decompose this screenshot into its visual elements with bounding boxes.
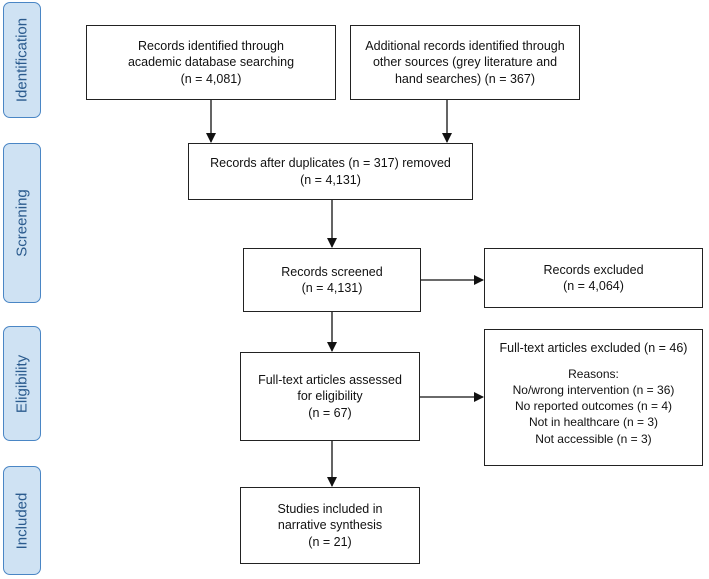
box-fulltext-excluded-reason-1: No/wrong intervention (n = 36) xyxy=(512,382,675,397)
box-fulltext-line-2: for eligibility xyxy=(297,389,363,404)
phase-screening-label: Screening xyxy=(13,189,31,257)
box-excluded-line-2: (n = 4,064) xyxy=(563,279,624,293)
box-fulltext-excluded-title: Full-text articles excluded (n = 46) xyxy=(499,341,688,355)
box-fulltext-excluded-reason-0: Reasons: xyxy=(568,366,619,381)
box-fulltext-excluded-reason-2: No reported outcomes (n = 4) xyxy=(514,399,673,414)
phase-eligibility-label: Eligibility xyxy=(13,354,31,413)
phase-identification: Identification xyxy=(3,2,41,118)
box-fulltext-excluded-reason-3: Not in healthcare (n = 3) xyxy=(528,415,659,430)
box-included-line-3: (n = 21) xyxy=(308,534,352,549)
phase-eligibility: Eligibility xyxy=(3,326,41,441)
box-fulltext-excluded-reason-4: Not accessible (n = 3) xyxy=(535,431,652,446)
box-screened-line-2: (n = 4,131) xyxy=(301,281,363,295)
box-screened-line-1: Records screened xyxy=(281,264,383,279)
box-database-line-2: academic database searching xyxy=(127,55,295,70)
phase-included: Included xyxy=(3,466,41,575)
box-included-line-1: Studies included in xyxy=(277,501,383,516)
box-included-line-2: narrative synthesis xyxy=(277,518,383,533)
phase-screening: Screening xyxy=(3,143,41,303)
box-excluded-line-1: Records excluded xyxy=(543,262,644,277)
box-fulltext-line-1: Full-text articles assessed xyxy=(258,372,402,387)
box-duplicates-line-1: Records after duplicates (n = 317) remov… xyxy=(210,156,451,170)
box-additional-line-2: other sources (grey literature and xyxy=(372,55,558,70)
box-additional-line-3: hand searches) (n = 367) xyxy=(394,71,535,86)
box-fulltext-assessed: Full-text articles assessed for eligibil… xyxy=(240,352,420,441)
phase-identification-label: Identification xyxy=(13,17,31,103)
box-fulltext-excluded: Full-text articles excluded (n = 46) Rea… xyxy=(484,329,703,466)
box-studies-included: Studies included in narrative synthesis … xyxy=(240,487,420,564)
box-additional-line-1: Additional records identified through xyxy=(365,38,565,53)
box-records-screened: Records screened (n = 4,131) xyxy=(243,248,421,312)
box-after-duplicates: Records after duplicates (n = 317) remov… xyxy=(188,143,473,200)
box-additional-records: Additional records identified through ot… xyxy=(350,25,580,100)
box-records-excluded: Records excluded (n = 4,064) xyxy=(484,248,703,308)
box-fulltext-line-3: (n = 67) xyxy=(308,405,352,420)
phase-included-label: Included xyxy=(13,492,31,549)
box-duplicates-line-2: (n = 4,131) xyxy=(300,172,361,187)
box-database-line-1: Records identified through xyxy=(138,38,284,53)
box-database-line-3: (n = 4,081) xyxy=(180,71,242,86)
box-database-records: Records identified through academic data… xyxy=(86,25,336,100)
